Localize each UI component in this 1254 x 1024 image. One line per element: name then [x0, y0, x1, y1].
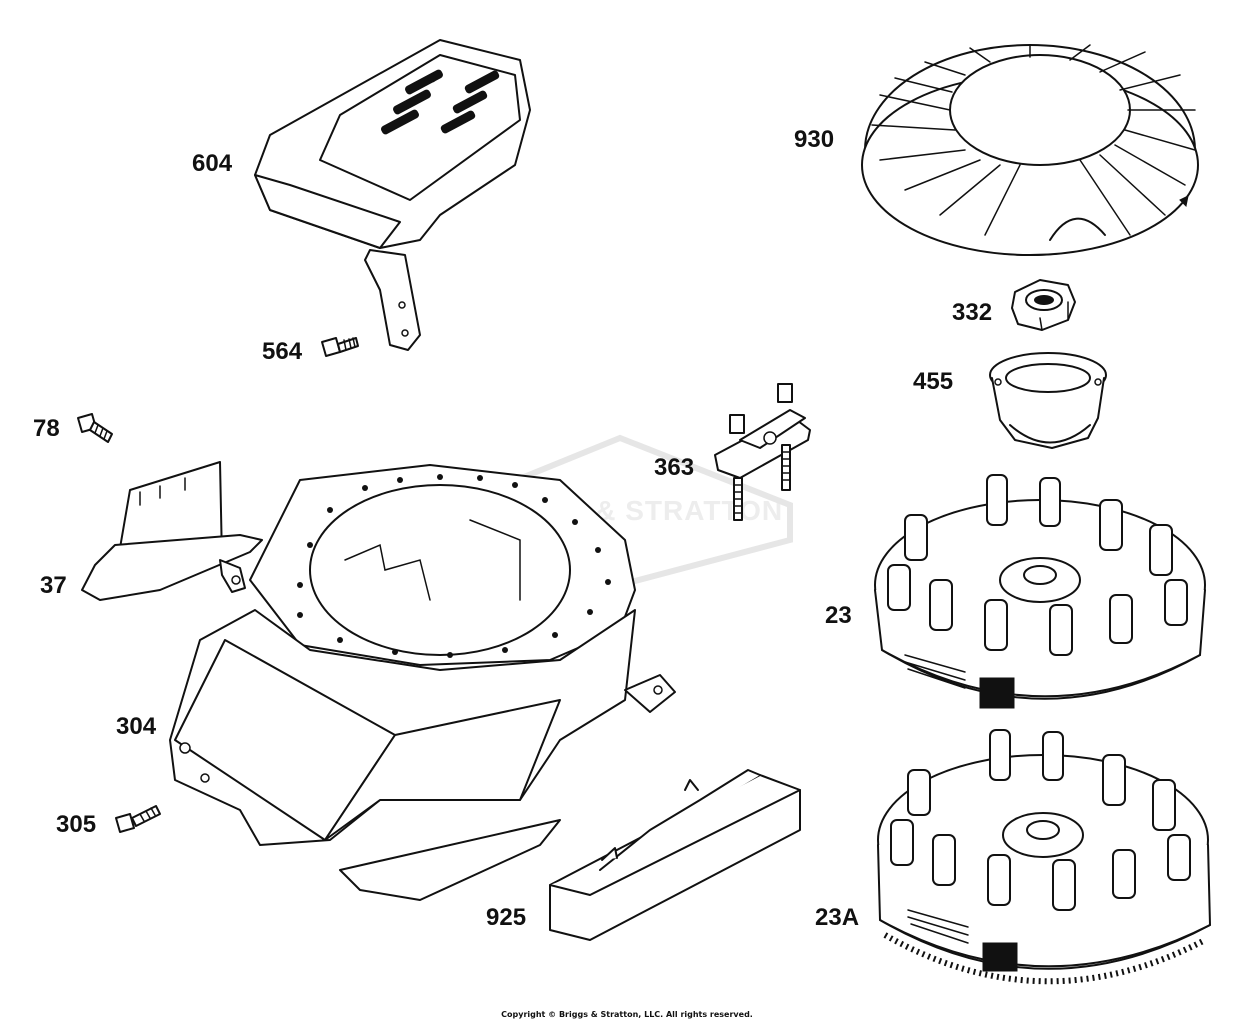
label-78: 78: [33, 415, 60, 442]
part-37-air-guide: [81, 461, 263, 601]
part-23a-flywheel: [877, 729, 1211, 985]
label-23a: 23A: [815, 904, 860, 931]
part-305-screw: [115, 805, 161, 833]
label-305: 305: [56, 811, 97, 838]
label-564: 564: [262, 338, 303, 365]
part-604-cylinder-shield: [254, 39, 531, 351]
label-925: 925: [486, 904, 527, 931]
copyright-notice: Copyright © Briggs & Stratton, LLC. All …: [501, 1010, 753, 1019]
part-304-blower-housing: [169, 464, 676, 901]
part-363-bracket: [714, 383, 811, 521]
label-455: 455: [913, 368, 954, 395]
part-925-air-guide: [549, 769, 801, 941]
part-332-nut: [1011, 279, 1076, 331]
part-455-starter-cup: [989, 352, 1107, 449]
label-37: 37: [40, 572, 67, 599]
label-332: 332: [952, 299, 993, 326]
label-23: 23: [825, 602, 852, 629]
part-23-flywheel: [874, 474, 1206, 709]
label-604: 604: [192, 150, 233, 177]
label-304: 304: [116, 713, 157, 740]
part-930-rotating-screen: [861, 44, 1199, 256]
part-564-screw: [321, 337, 359, 357]
label-930: 930: [794, 126, 835, 153]
label-363: 363: [654, 454, 695, 481]
part-78-screw: [77, 413, 113, 443]
